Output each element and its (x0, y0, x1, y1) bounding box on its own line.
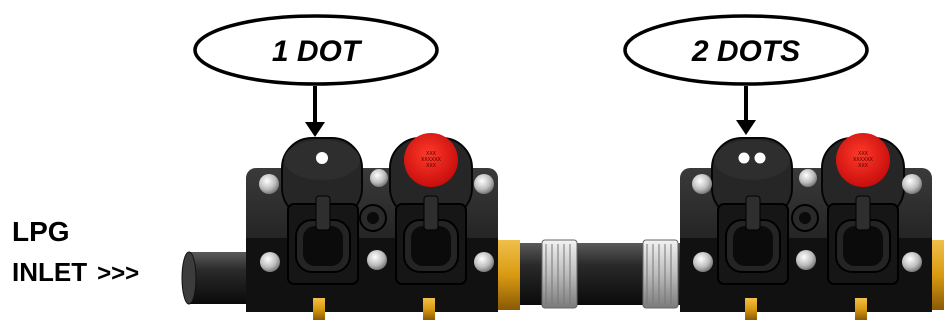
callout-2-dots-label: 2 DOTS (691, 35, 800, 68)
outlet-nozzle (855, 298, 867, 320)
screw (902, 252, 922, 272)
outlet-nozzle (313, 298, 325, 320)
marking-dot (316, 152, 328, 164)
screw (367, 250, 387, 270)
marking-dot (739, 153, 750, 164)
screw (692, 174, 712, 194)
screw (799, 169, 817, 187)
marking-dot (755, 153, 766, 164)
callout-1-dot-label: 1 DOT (272, 35, 363, 68)
screw (260, 252, 280, 272)
connector-right (828, 196, 898, 284)
callout-2-dots: 2 DOTS (625, 16, 867, 135)
inlet-label: INLET >>> (12, 259, 139, 286)
screw (370, 169, 388, 187)
screw (693, 252, 713, 272)
injector-rail-left: XXX XXXXXX XXX (182, 133, 498, 320)
lpg-label: LPG (12, 218, 70, 246)
outlet-nozzle (423, 298, 435, 320)
screw (474, 252, 494, 272)
seal-text: XXX (426, 163, 437, 169)
screw (474, 174, 494, 194)
screw (259, 174, 279, 194)
connector-right (396, 196, 466, 284)
arrow-down-icon (305, 122, 325, 137)
inlet-text: INLET (12, 257, 87, 287)
injector-rail-right: XXX XXXXXX XXX (680, 133, 932, 320)
connecting-hose (505, 240, 695, 308)
connector-left (288, 196, 358, 284)
screw (796, 250, 816, 270)
lpg-text: LPG (12, 216, 70, 247)
connector-left (718, 196, 788, 284)
seal-text: XXX (858, 163, 869, 169)
inlet-arrows: >>> (97, 260, 139, 287)
callout-1-dot: 1 DOT (195, 16, 437, 137)
outlet-nozzle (745, 298, 757, 320)
screw (902, 174, 922, 194)
arrow-down-icon (736, 120, 756, 135)
